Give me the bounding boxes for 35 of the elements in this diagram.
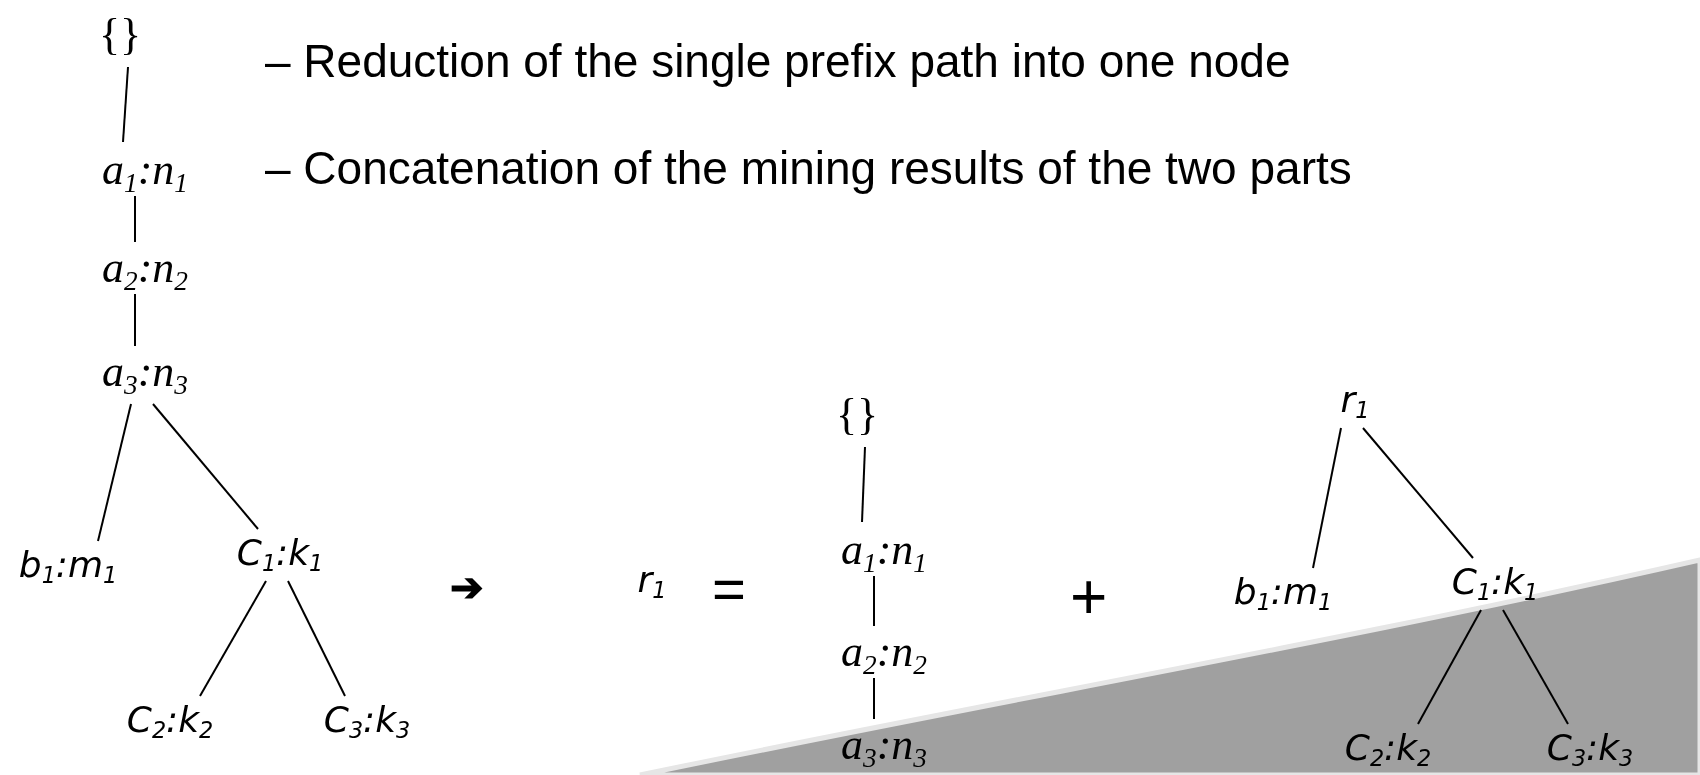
tree-node-label: r$_{1}$ [1340,382,1370,418]
tree-branch-line [873,575,875,627]
tree-node-label: C$_{2}$:k$_{2}$ [1344,730,1432,766]
tree-branch-line [199,580,267,697]
tree-branch-line [134,195,136,243]
tree-node-label: r$_{1}$ [637,562,667,598]
tree-node-label: b$_{1}$:m$_{1}$ [1233,574,1333,610]
equals-sign: = [712,560,746,618]
plus-sign: + [1070,565,1108,629]
tree-node-label: a$_{1}$:n$_{1}$ [841,528,927,572]
tree-branch-line [1362,427,1474,559]
tree-branch-line [873,677,875,720]
tree-node-label: C$_{1}$:k$_{1}$ [1451,564,1539,600]
implication-arrow: ➔ [450,567,484,607]
tree-branch-line [97,403,132,542]
tree-branch-line [122,66,129,143]
tree-branch-line [134,293,136,347]
tree-node-label: a$_{1}$:n$_{1}$ [102,148,188,192]
tree-node-label: a$_{2}$:n$_{2}$ [841,630,927,674]
tree-node-label: {} [98,13,142,57]
tree-node-label: C$_{3}$:k$_{3}$ [323,702,411,738]
tree-node-label: {} [835,393,879,437]
tree-node-label: a$_{3}$:n$_{3}$ [102,350,188,394]
tree-node-label: a$_{2}$:n$_{2}$ [102,246,188,290]
tree-node-label: C$_{3}$:k$_{3}$ [1546,730,1634,766]
tree-node-label: b$_{1}$:m$_{1}$ [18,547,118,583]
tree-branch-line [287,580,346,697]
tree-branch-line [1417,609,1482,725]
tree-branch-line [1312,427,1342,569]
tree-node-label: a$_{3}$:n$_{3}$ [841,723,927,767]
tree-node-label: C$_{2}$:k$_{2}$ [126,702,214,738]
tree-node-label: C$_{1}$:k$_{1}$ [236,535,324,571]
tree-branch-line [861,446,866,523]
tree-branch-line [152,403,259,530]
tree-branch-line [1502,609,1569,725]
